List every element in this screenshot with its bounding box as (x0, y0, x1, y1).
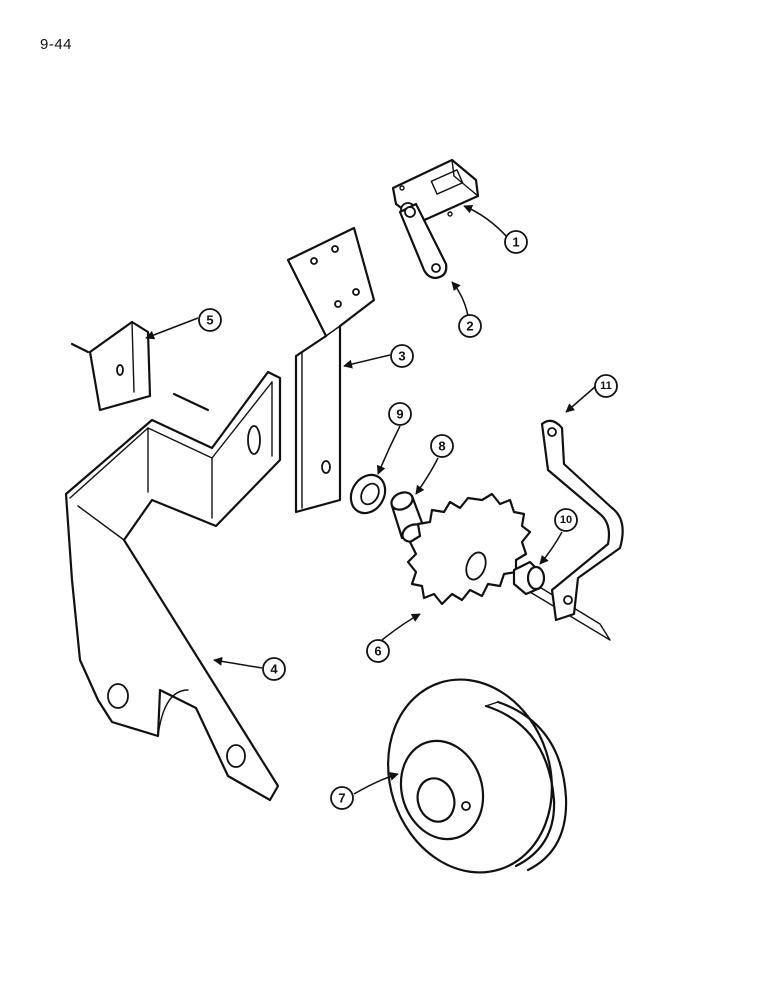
callout-1: 1 (504, 230, 528, 254)
svg-text:7: 7 (338, 791, 345, 806)
part-6-sprocket (406, 492, 532, 606)
leader-lines (145, 204, 597, 795)
svg-text:4: 4 (270, 662, 278, 677)
svg-text:3: 3 (398, 349, 405, 364)
callout-10: 10 (554, 508, 578, 532)
callout-4: 4 (262, 657, 286, 681)
callout-11: 11 (594, 374, 618, 398)
svg-text:6: 6 (374, 644, 381, 659)
svg-text:2: 2 (466, 319, 473, 334)
callout-2: 2 (458, 314, 482, 338)
part-7-pulley (387, 678, 568, 874)
callout-3: 3 (390, 344, 414, 368)
part-5-clip-plate (70, 320, 210, 412)
svg-text:1: 1 (512, 235, 519, 250)
part-9-washer (349, 473, 387, 515)
callout-7: 7 (330, 786, 354, 810)
svg-text:11: 11 (600, 380, 612, 392)
part-11-support-arm (540, 419, 624, 622)
svg-text:10: 10 (560, 514, 572, 526)
part-4-frame-bracket (64, 370, 282, 802)
callout-5: 5 (198, 308, 222, 332)
svg-text:5: 5 (206, 313, 213, 328)
part-3-mounting-bracket (286, 226, 376, 514)
part-10-collar (512, 560, 546, 596)
callout-9: 9 (388, 402, 412, 426)
svg-text:8: 8 (438, 439, 445, 454)
page-number: 9-44 (40, 36, 73, 53)
part-2-lever-arm (398, 202, 448, 280)
callout-6: 6 (366, 639, 390, 663)
callout-8: 8 (430, 434, 454, 458)
svg-text:9: 9 (396, 407, 403, 422)
